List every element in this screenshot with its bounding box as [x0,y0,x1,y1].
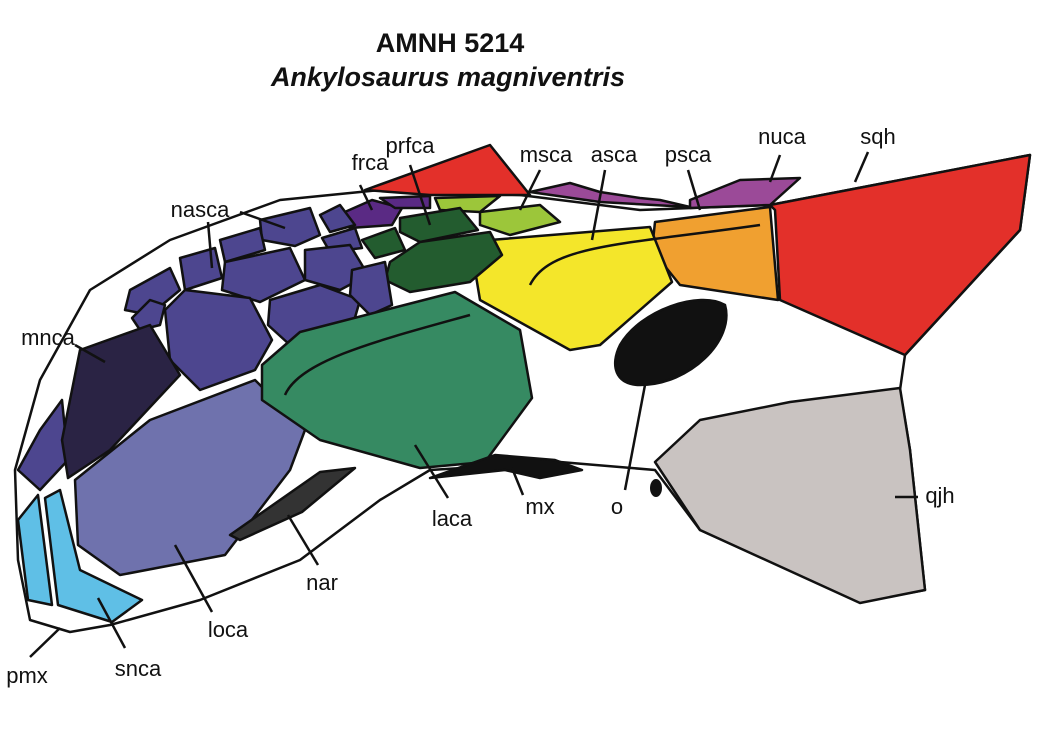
orbit-region [613,298,728,387]
label-msca: msca [520,142,573,167]
label-frca: frca [352,150,389,175]
dark-green-small [360,226,407,260]
label-nasca: nasca [171,197,230,222]
label-loca: loca [208,617,249,642]
small-caputegulae [528,181,692,209]
snca-region [43,488,144,624]
label-o: o [611,494,623,519]
label-nar: nar [306,570,338,595]
label-mnca: mnca [21,325,76,350]
top-red-region [363,143,532,197]
small-black-mark [650,479,662,497]
label-prfca: prfca [386,133,436,158]
species-name: Ankylosaurus magniventris [270,62,625,92]
msca-small [433,194,502,214]
label-nuca: nuca [758,124,806,149]
mx-region [428,453,584,480]
nar-region [228,466,357,542]
specimen-title: AMNH 5214 [376,28,525,58]
asca-ridge [528,223,761,286]
pmx-region [16,493,54,607]
mnca-region [60,323,182,480]
label-pmx: pmx [6,663,48,688]
label-psca: psca [665,142,712,167]
laca-ridge [283,313,471,396]
laca-region [260,290,534,470]
label-asca: asca [591,142,638,167]
loca-region [73,378,307,577]
label-laca: laca [432,506,473,531]
label-sqh: sqh [860,124,895,149]
prfca-region [398,206,480,244]
msca-region [478,203,562,237]
label-mx: mx [525,494,554,519]
frca-small [378,194,432,210]
label-qjh: qjh [925,483,954,508]
sqh-region [768,153,1032,357]
label-snca: snca [115,656,162,681]
qjh-region [653,386,927,605]
leader-lines [29,151,918,658]
